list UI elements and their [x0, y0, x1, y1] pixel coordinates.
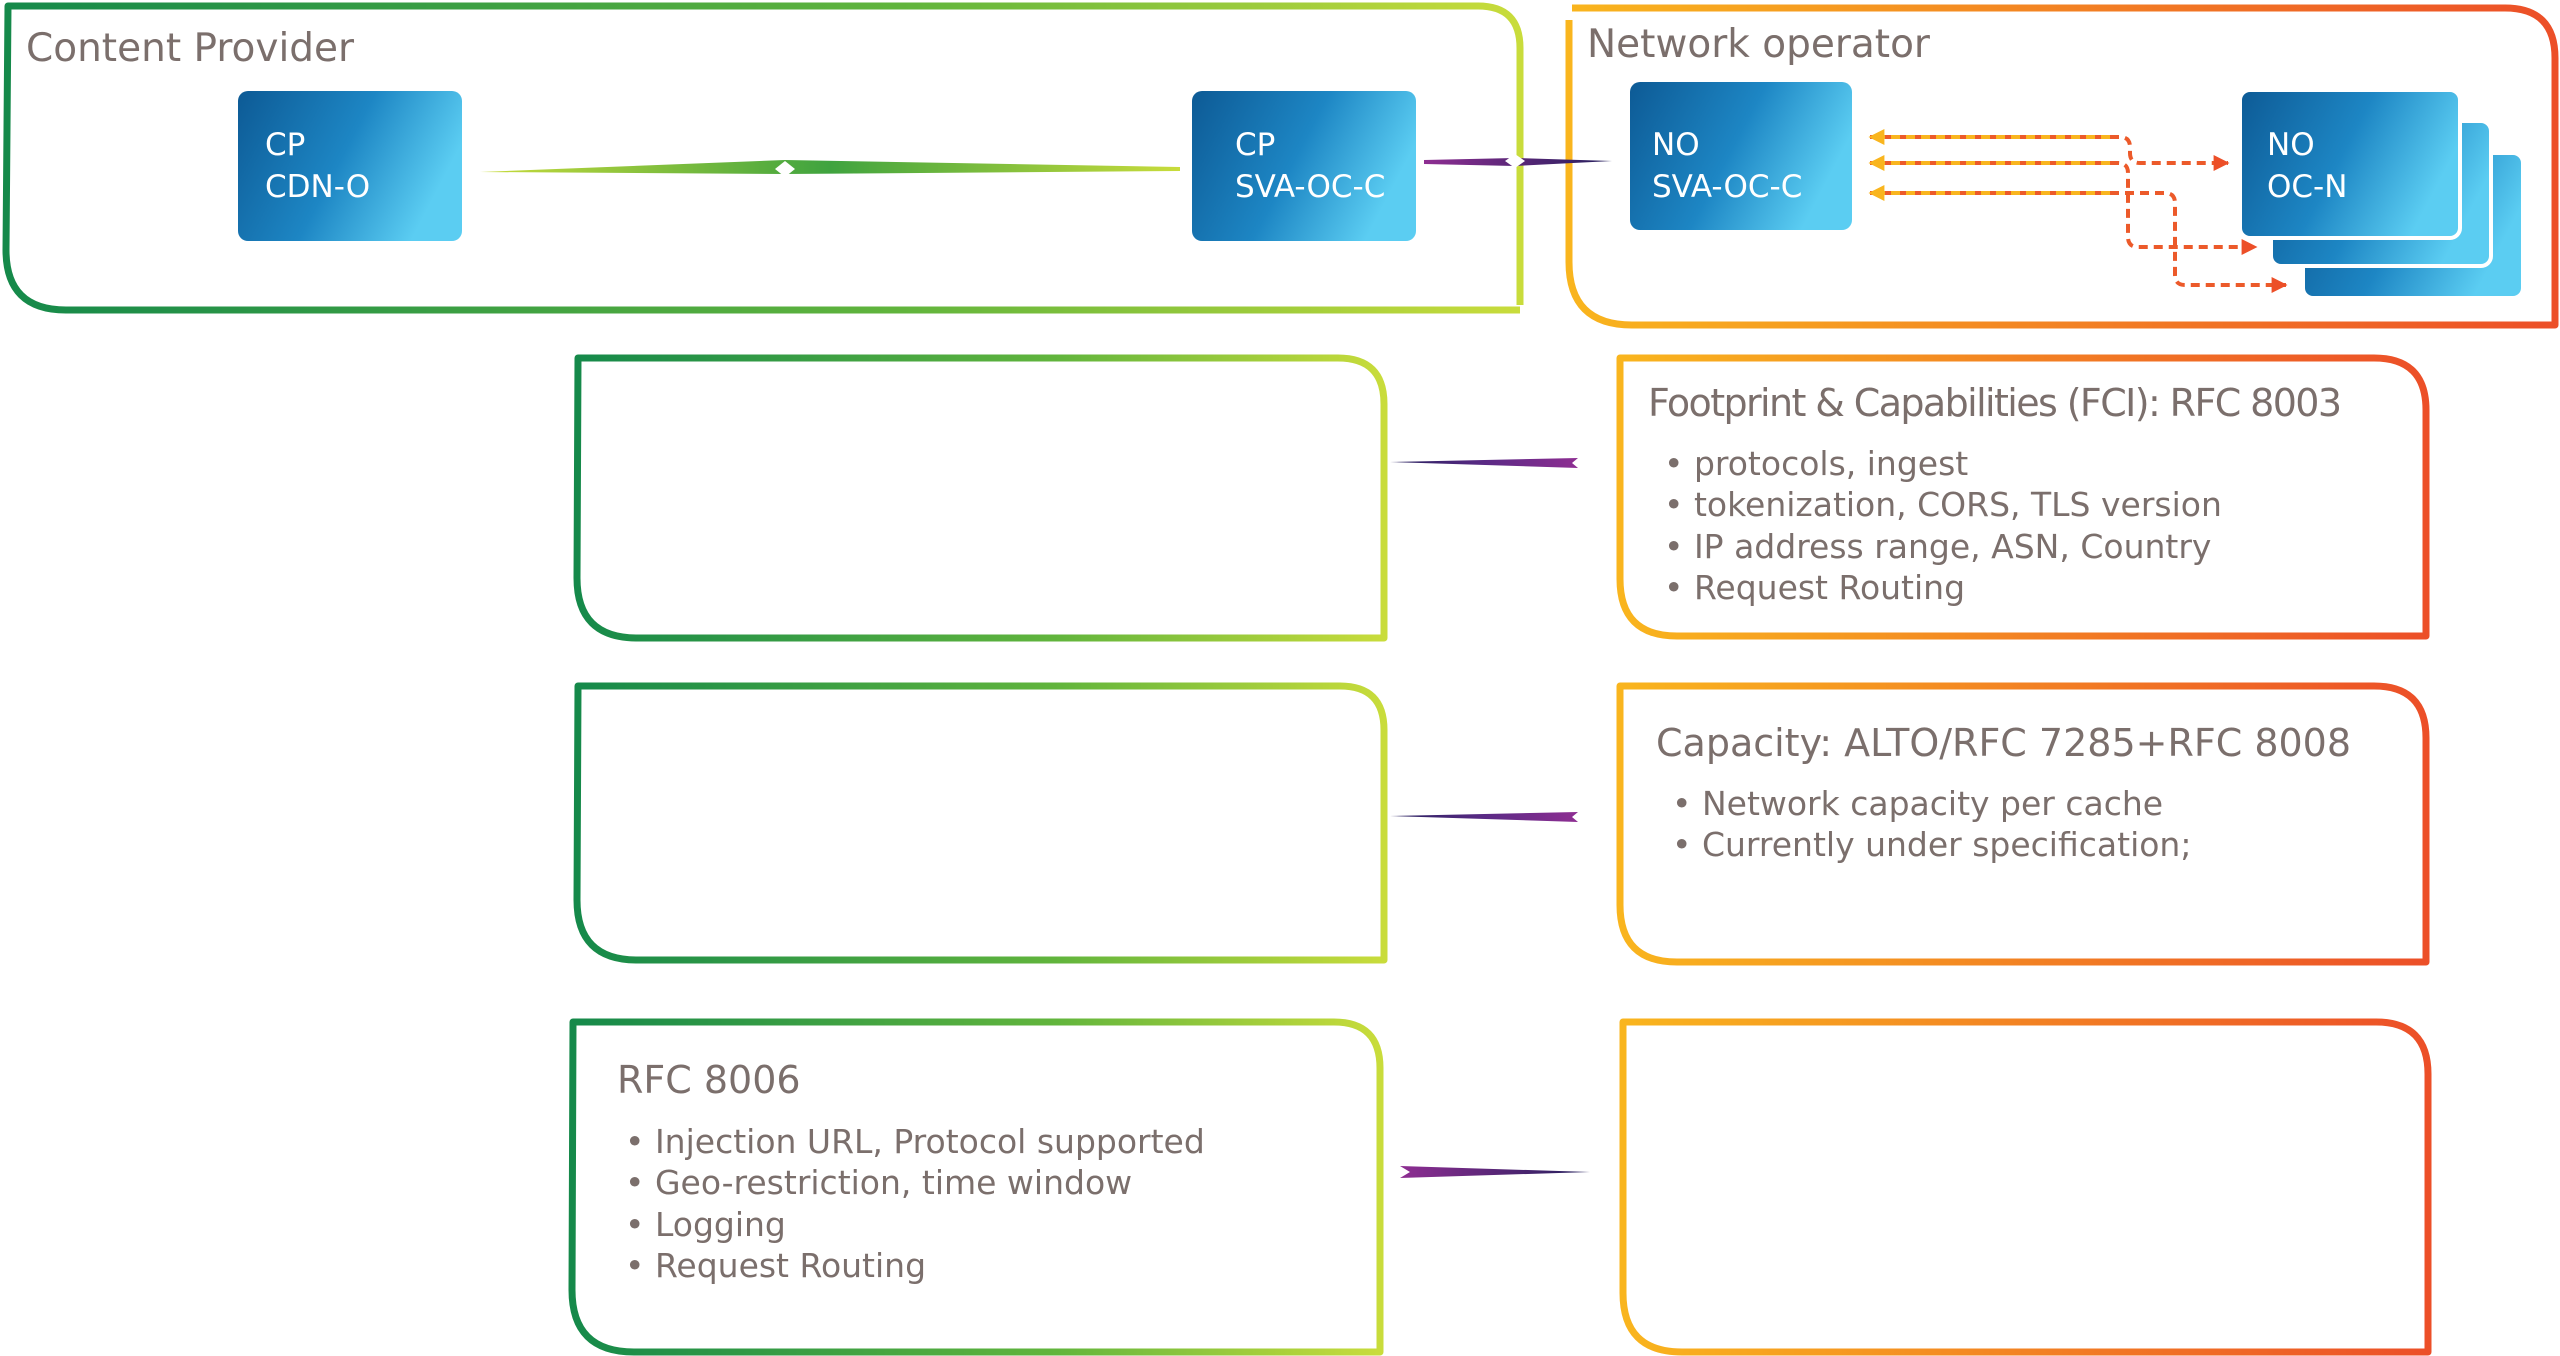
network-operator-group: Network operator	[1565, 4, 2559, 329]
rfc8006-bullet-3: • Logging	[625, 1205, 786, 1244]
fci-bullet-3: • IP address range, ASN, Country	[1664, 527, 2211, 566]
interface-row-capacity: Capacity: ALTO/RFC 7285+RFC 8008 • Netwo…	[573, 682, 2430, 966]
fci-cp-box	[573, 354, 1388, 642]
fci-title: Footprint & Capabilities (FCI): RFC 8003	[1648, 381, 2340, 425]
rfc8006-bullet-4: • Request Routing	[625, 1246, 926, 1285]
rfc8006-title: RFC 8006	[617, 1058, 801, 1102]
fci-bullet-4: • Request Routing	[1664, 568, 1965, 607]
fci-bullet-1: • protocols, ingest	[1664, 444, 1968, 483]
capacity-cp-box	[573, 682, 1388, 964]
request-routing-arrows	[1868, 129, 2288, 293]
node-no-oc-n-line1: NO	[2267, 127, 2315, 163]
node-no-oc-n-line2: OC-N	[2267, 169, 2347, 205]
capacity-bullet-1: • Network capacity per cache	[1672, 784, 2163, 823]
capacity-no-box	[1616, 682, 2430, 966]
fci-no-box	[1616, 354, 2430, 640]
cdn-o-to-sva-link	[480, 160, 1180, 177]
node-no-sva-oc-c: NO SVA-OC-C	[1630, 82, 1852, 230]
interface-row-rfc8006: RFC 8006 • Injection URL, Protocol suppo…	[568, 1018, 2432, 1356]
capacity-connector	[1390, 812, 1578, 822]
rfc8006-cp-box	[568, 1018, 1384, 1356]
fci-connector	[1390, 458, 1578, 468]
node-cp-cdn-o-line1: CP	[265, 127, 305, 163]
capacity-bullet-2: • Currently under specification;	[1672, 825, 2191, 864]
node-no-sva-oc-c-line2: SVA-OC-C	[1652, 169, 1802, 205]
node-no-oc-n-stack: NO OC-N	[2238, 88, 2525, 300]
node-cp-sva-oc-c: CP SVA-OC-C	[1192, 91, 1416, 241]
rfc8006-no-box	[1619, 1018, 2432, 1356]
content-provider-group: Content Provider	[2, 2, 1524, 314]
interface-row-fci: Footprint & Capabilities (FCI): RFC 8003…	[573, 354, 2430, 642]
network-operator-title: Network operator	[1587, 22, 1931, 67]
capacity-title: Capacity: ALTO/RFC 7285+RFC 8008	[1656, 721, 2351, 765]
node-cp-sva-oc-c-line1: CP	[1235, 127, 1275, 163]
rfc8006-connector	[1400, 1166, 1590, 1178]
rfc8006-bullet-2: • Geo-restriction, time window	[625, 1163, 1132, 1202]
node-no-sva-oc-c-line1: NO	[1652, 127, 1700, 163]
content-provider-title: Content Provider	[26, 26, 355, 71]
node-cp-cdn-o-line2: CDN-O	[265, 169, 370, 205]
node-cp-sva-oc-c-line2: SVA-OC-C	[1235, 169, 1385, 205]
node-cp-cdn-o: CP CDN-O	[238, 91, 462, 241]
rfc8006-bullet-1: • Injection URL, Protocol supported	[625, 1122, 1205, 1161]
fci-bullet-2: • tokenization, CORS, TLS version	[1664, 485, 2222, 524]
cp-no-sva-link	[1424, 154, 1612, 168]
